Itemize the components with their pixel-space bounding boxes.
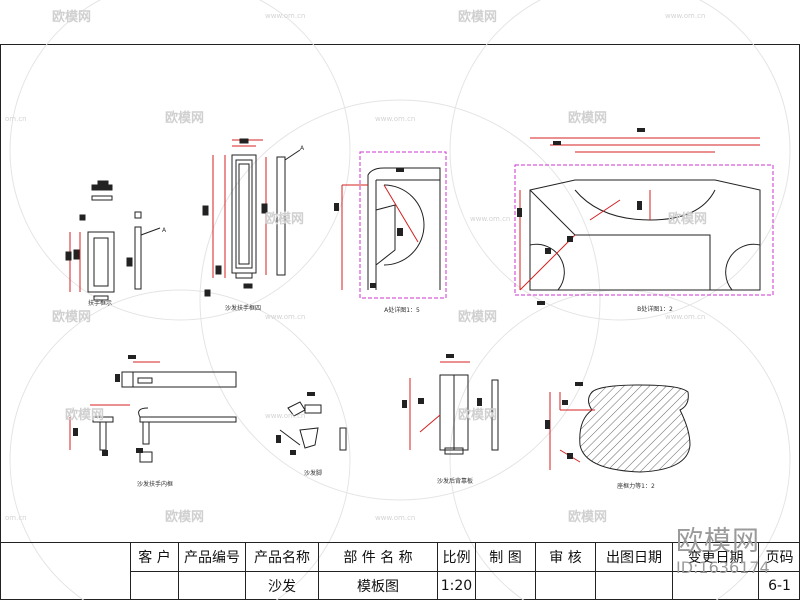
view-armrest-frame (65, 180, 161, 301)
watermark-logo-8: 欧模网 (458, 310, 498, 325)
armrest-frame-marker-a: A (162, 227, 167, 234)
watermark-site-5: www.om.cn (470, 215, 511, 223)
watermark-logo-11: 欧模网 (165, 510, 205, 525)
watermark-site-10: www.om.cn (375, 514, 416, 522)
watermark-site-2: www.om.cn (665, 12, 706, 20)
watermark-logo-9: 欧模网 (65, 408, 105, 423)
header-scale: 比例 (442, 550, 471, 566)
view-back-board (402, 354, 499, 455)
view-sofa-foot (276, 392, 347, 455)
header-product-name: 产品名称 (254, 550, 310, 566)
detail-b-label: B处详图1：2 (637, 305, 673, 313)
title-block-grid (0, 542, 800, 600)
header-drawn: 制 图 (489, 550, 522, 566)
watermark-logo-4: 欧模网 (568, 111, 608, 126)
value-page: 6-1 (768, 578, 791, 594)
header-date-issued: 出图日期 (606, 550, 662, 566)
watermark-logo-7: 欧模网 (52, 310, 92, 325)
back-board-label: 沙发后背靠板 (437, 477, 473, 485)
armrest-rear-marker-a: A (300, 145, 305, 152)
title-block: 客 户 产品编号 产品名称 部 件 名 称 比例 制 图 审 核 出图日期 变更… (0, 542, 800, 600)
watermark-site-6: www.om.cn (265, 313, 306, 321)
value-product-name: 沙发 (268, 579, 296, 595)
watermark-logo-3: 欧模网 (165, 111, 205, 126)
view-inner-frame (69, 355, 237, 463)
header-page: 页码 (765, 550, 794, 566)
watermark-logo-2: 欧模网 (458, 10, 498, 25)
inner-frame-label: 沙发扶手内框 (137, 480, 173, 488)
watermark-brand-large: 欧模网 (676, 526, 760, 557)
view-sofa-cushion (545, 382, 691, 473)
view-detail-b (514, 128, 774, 305)
header-part-name: 部 件 名 称 (343, 550, 413, 566)
watermark-logo-5: 欧模网 (265, 212, 305, 227)
watermark-site-9: om.cn (5, 514, 27, 522)
armrest-frame-label: 扶手框示 (88, 299, 112, 307)
watermark-site-3: om.cn (5, 115, 27, 123)
watermark-site-8: www.om.cn (265, 412, 306, 420)
header-client: 客 户 (138, 550, 171, 566)
watermark-logo-10: 欧模网 (458, 408, 498, 423)
header-date-changed: 变更日期 (687, 550, 744, 566)
sofa-foot-label: 沙发脚 (304, 469, 322, 477)
view-detail-a (334, 151, 447, 299)
watermark-logo-6: 欧模网 (668, 212, 708, 227)
watermark-id: ID:1636174 (676, 558, 770, 577)
watermark-logo-1: 欧模网 (52, 10, 92, 25)
watermark-arcs (9, 0, 791, 600)
sofa-cushion-label: 座框力等1：2 (617, 482, 655, 490)
view-armrest-rear-frame (202, 138, 301, 297)
header-product-code: 产品编号 (184, 550, 240, 566)
watermark-site-4: www.om.cn (375, 115, 416, 123)
armrest-rear-frame-label: 沙发扶手框四 (225, 304, 261, 312)
value-part-name: 模板图 (357, 579, 399, 595)
watermark-logo-12: 欧模网 (568, 510, 608, 525)
value-scale: 1:20 (440, 578, 473, 594)
watermark-site-7: www.om.cn (665, 313, 706, 321)
header-reviewed: 审 核 (549, 550, 582, 566)
detail-a-label: A处详图1：5 (384, 306, 420, 314)
watermark-site-1: www.om.cn (265, 12, 306, 20)
